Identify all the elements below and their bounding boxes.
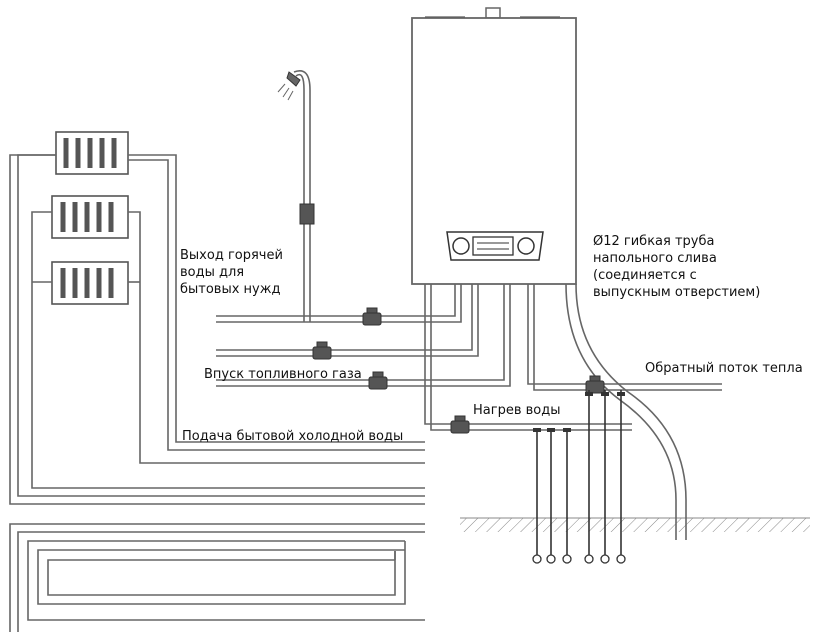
label-cold-water-supply: Подача бытовой холодной воды — [182, 429, 404, 444]
label-fuel-gas-inlet: Впуск топливного газа — [204, 367, 362, 382]
manifold-drops — [532, 390, 626, 564]
valve-icon — [368, 371, 388, 390]
valve-icon — [450, 415, 470, 434]
radiator-icon — [51, 131, 129, 305]
shower-head-icon — [277, 70, 315, 322]
label-return-flow: Обратный поток тепла — [645, 361, 803, 376]
boiler-icon — [411, 7, 577, 285]
label-drain-pipe: Ø12 гибкая труба напольного слива (соеди… — [593, 234, 761, 300]
label-water-heating: Нагрев воды — [473, 403, 561, 418]
floor-heating-coil-icon — [9, 523, 425, 632]
valve-icon — [312, 341, 332, 360]
label-hot-water-outlet: Выход горячей воды для бытовых нужд — [180, 248, 283, 297]
ground-hatch-icon — [460, 517, 810, 532]
valve-icon — [362, 307, 382, 326]
